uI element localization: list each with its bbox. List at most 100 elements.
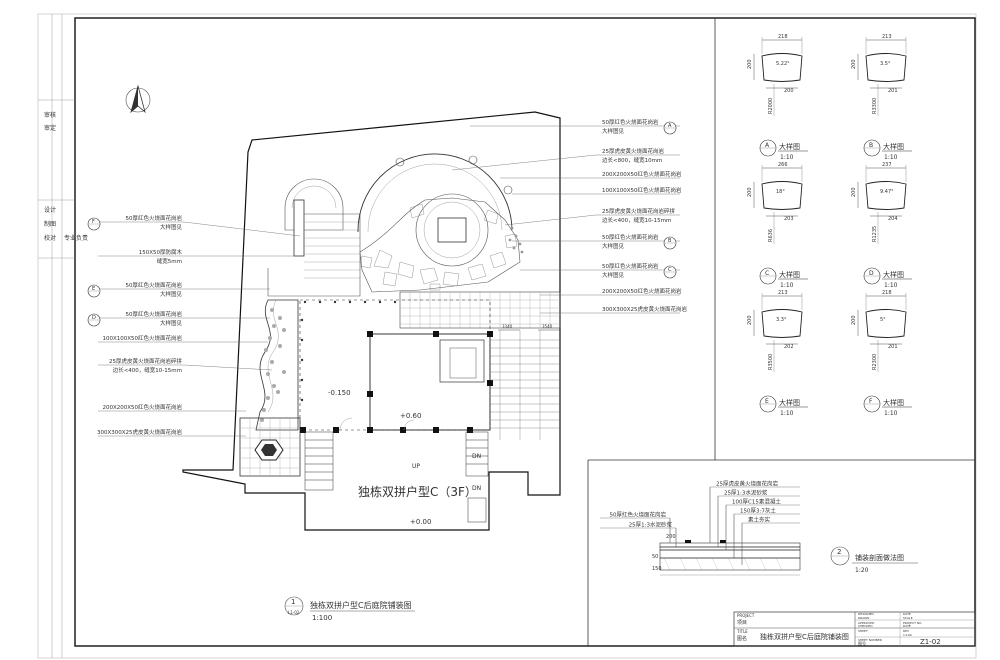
note-text: 大样图见 — [160, 223, 183, 231]
detail-name: 大样图 — [779, 398, 800, 407]
level-mark: +0.60 — [400, 412, 421, 420]
note-text: 100X100X50红色火烧面花岗岩 — [602, 186, 682, 194]
tb-title-cn: 图名 — [737, 635, 747, 642]
dim-top: 213 — [882, 34, 892, 40]
note-text: 50厚红色火烧面花岗岩 — [126, 310, 183, 318]
dim-top: 266 — [778, 162, 788, 168]
note-text: 边长<400，缝宽10-15mm — [602, 216, 671, 224]
caption-number: 2 — [837, 548, 841, 556]
note-text: 300X300X25虎皮黄火烧面花岗岩 — [602, 305, 688, 313]
section-note: 25厚1:3水泥砂浆 — [629, 521, 673, 529]
note-left: 200X200X50红色火烧面花岗岩 — [98, 403, 246, 412]
detail-tag-letter: E — [92, 286, 95, 292]
dim-side: 200 — [747, 59, 753, 69]
tb-field: DATE — [903, 612, 911, 616]
detail-tag-icon: E — [87, 284, 101, 298]
detail-tag-icon: C — [663, 265, 677, 279]
angle-text: 5° — [880, 317, 886, 323]
note-text: 边长<400，缝宽10-15mm — [113, 366, 182, 374]
section-note: 25厚虎皮黄火烧面花岗岩 — [716, 480, 778, 488]
caption-sheet: L1-02 — [288, 610, 300, 615]
sidebar-label: 审核 — [44, 111, 56, 119]
section-title: 铺装剖面做法图 — [855, 553, 904, 562]
detail-name: 大样图 — [779, 270, 800, 279]
note-text: 200X200X50红色火烧面花岗岩 — [602, 287, 682, 295]
section-note: 150厚3:7灰土 — [740, 507, 776, 515]
note-text: 50厚红色火烧面花岗岩 — [126, 281, 183, 289]
note-text: 200X200X50红色火烧面花岗岩 — [602, 170, 682, 178]
section-note: 100厚C15素混凝土 — [732, 498, 781, 506]
building-plan — [299, 299, 560, 523]
sidebar-label: 制图 — [44, 220, 56, 228]
round-terrace — [267, 178, 361, 297]
level-mark: +0.00 — [410, 518, 431, 526]
left-notes: 50厚红色火烧面花岗岩大样图见F150X50厚防腐木缝宽5mm50厚红色火烧面花… — [87, 214, 301, 437]
north-arrow-icon — [125, 84, 151, 114]
section-note: 50厚红色火烧面花岗岩 — [610, 511, 667, 519]
note-text: 大样图见 — [160, 319, 183, 327]
note-text: 50厚红色火烧面花岗岩 — [602, 118, 659, 126]
radius-text: R1235 — [872, 226, 878, 242]
dim-bottom: 201 — [888, 88, 898, 94]
detail-name: 大样图 — [883, 270, 904, 279]
note-right: 200X200X50红色火烧面花岗岩 — [540, 287, 682, 296]
detail-tag-letter: B — [668, 238, 672, 244]
angle-text: 3.3° — [776, 317, 787, 323]
winding-path — [255, 299, 299, 431]
sidebar-label: 专业负责 — [64, 234, 88, 242]
tb-drawing-title: 独栋双拼户型C后庭院铺装图 — [760, 632, 849, 641]
detail-name: 大样图 — [779, 142, 800, 151]
tb-title-en: TITLE — [736, 629, 748, 634]
note-right: 100X100X50红色火烧面花岗岩 — [512, 186, 682, 195]
site-boundary — [182, 111, 561, 531]
section-scale: 1:20 — [855, 567, 869, 574]
note-text: 25厚虎皮黄火烧面花岗岩碎拼 — [602, 207, 675, 215]
angle-text: 3.5° — [880, 61, 891, 67]
detail-name: 大样图 — [883, 142, 904, 151]
tb-project-en: PROJECT — [737, 613, 755, 618]
detail-tag-letter: C — [668, 267, 672, 273]
detail-tag-icon: B — [663, 236, 677, 250]
sidebar-label: 设计 — [44, 206, 56, 214]
detail-scale: 1:10 — [780, 410, 794, 417]
tb-field: DESIGNED — [858, 612, 874, 616]
detail-tag-letter: F — [92, 219, 95, 225]
detail-scale: 1:10 — [780, 282, 794, 289]
caption-title: 独栋双拼户型C后庭院铺装图 — [310, 600, 412, 610]
drawing-frame — [74, 17, 976, 647]
detail-tag-letter: B — [869, 142, 873, 149]
dim-bottom: 200 — [784, 88, 794, 94]
plan-caption: 1 L1-02 独栋双拼户型C后庭院铺装图 1:100 — [284, 596, 415, 622]
angle-text: 5.22° — [776, 61, 790, 67]
note-left: 300X300X25虎皮黄火烧面花岗岩 — [97, 428, 246, 437]
note-text: 50厚红色火烧面花岗岩 — [602, 233, 659, 241]
note-text: 200X200X50红色火烧面花岗岩 — [102, 403, 182, 411]
dim-top: 218 — [882, 290, 892, 296]
dim-side: 200 — [851, 315, 857, 325]
sidebar: 审核 审定 设计 制图 校对 专业负责 — [38, 14, 88, 658]
detail-tag-icon: A — [663, 121, 677, 135]
sidebar-label: 校对 — [44, 234, 56, 242]
note-text: 大样图见 — [160, 290, 183, 298]
dim-side: 200 — [851, 59, 857, 69]
tb-sheet-label: SHEET NUMBER — [858, 638, 882, 642]
tb-field: DATE — [903, 624, 911, 628]
tb-sheet-cn: 图号 — [858, 640, 866, 646]
note-text: 25厚虎皮黄火烧面花岗岩碎拼 — [109, 357, 182, 365]
note-text: 边长<800，缝宽10mm — [602, 156, 662, 164]
stair-label: DN — [472, 485, 481, 492]
title-block: PROJECT 项目 TITLE 图名 独栋双拼户型C后庭院铺装图 DESIGN… — [733, 611, 976, 647]
caption-scale: 1:100 — [312, 614, 332, 622]
section-note: 素土夯实 — [748, 516, 771, 524]
